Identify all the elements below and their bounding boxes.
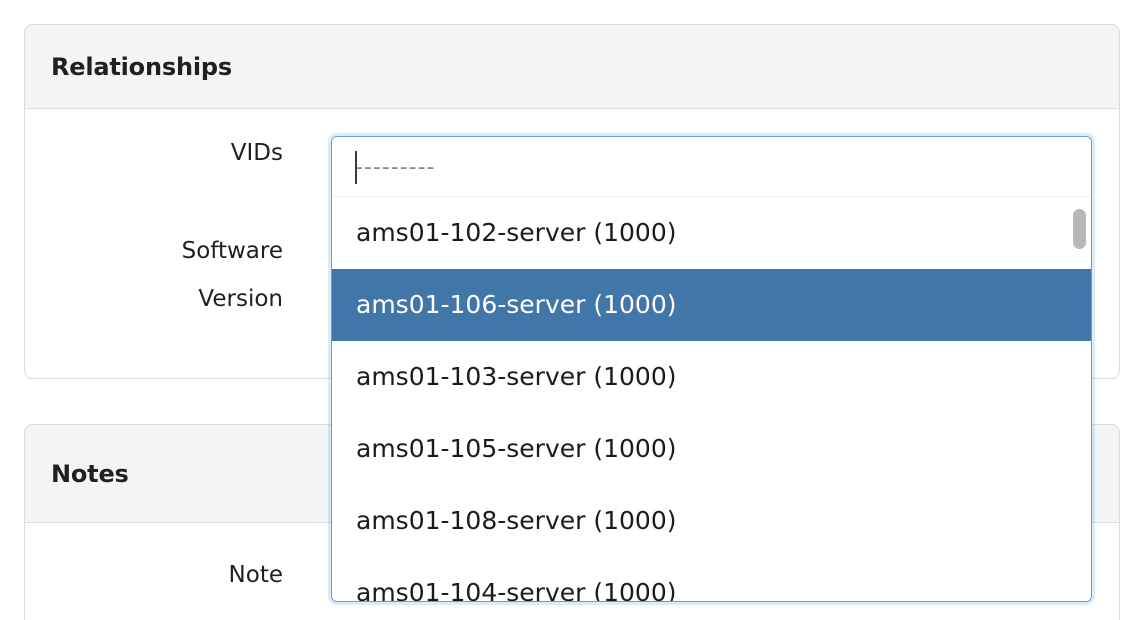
- vids-list-scrollbar-thumb[interactable]: [1073, 209, 1086, 249]
- relationships-card-header: Relationships: [25, 25, 1119, 109]
- relationships-card-body: VIDs Software Version: [25, 109, 1119, 378]
- notes-card-title: Notes: [51, 459, 129, 488]
- vids-list-scrollbar[interactable]: [1070, 199, 1088, 599]
- vids-option[interactable]: ams01-106-server (1000): [332, 269, 1091, 341]
- relationships-card-title: Relationships: [51, 52, 232, 81]
- vids-option[interactable]: ams01-108-server (1000): [356, 506, 677, 535]
- text-caret: [355, 151, 357, 184]
- vids-search-container[interactable]: [332, 137, 1091, 197]
- vids-select-dropdown[interactable]: ams01-102-server (1000) ams01-106-server …: [331, 136, 1092, 602]
- vids-option[interactable]: ams01-103-server (1000): [356, 362, 677, 391]
- vids-option[interactable]: ams01-104-server (1000): [356, 578, 677, 602]
- vids-field-label: VIDs: [230, 140, 283, 166]
- software-version-field-label: Software Version: [181, 238, 283, 312]
- form-row-software-version: Software Version: [25, 227, 283, 323]
- form-row-vids: VIDs: [25, 129, 283, 177]
- vids-search-input[interactable]: [355, 148, 1055, 186]
- vids-option-list[interactable]: ams01-102-server (1000) ams01-106-server …: [332, 197, 1091, 602]
- notes-card-body: Note: [25, 523, 1119, 620]
- note-field-label: Note: [228, 562, 283, 588]
- vids-option[interactable]: ams01-105-server (1000): [356, 434, 677, 463]
- vids-option[interactable]: ams01-102-server (1000): [356, 218, 677, 247]
- form-row-note: Note: [25, 551, 283, 599]
